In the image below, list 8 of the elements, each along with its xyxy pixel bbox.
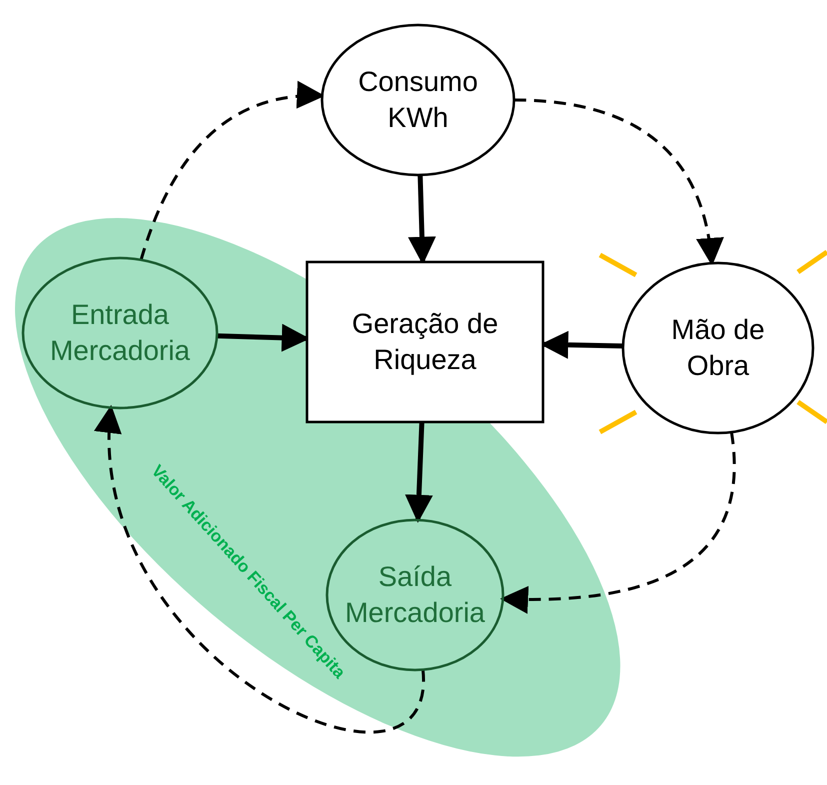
arrow <box>500 432 736 614</box>
node-label: Consumo KWh <box>357 64 479 135</box>
node-label: Saída Mercadoria <box>344 560 486 630</box>
node-label: Entrada Mercadoria <box>48 298 192 368</box>
arrow <box>404 422 433 523</box>
arrow <box>96 404 424 734</box>
node-label: Geração de Riqueza <box>350 306 500 377</box>
node-label: Mão de Obra <box>670 312 766 383</box>
